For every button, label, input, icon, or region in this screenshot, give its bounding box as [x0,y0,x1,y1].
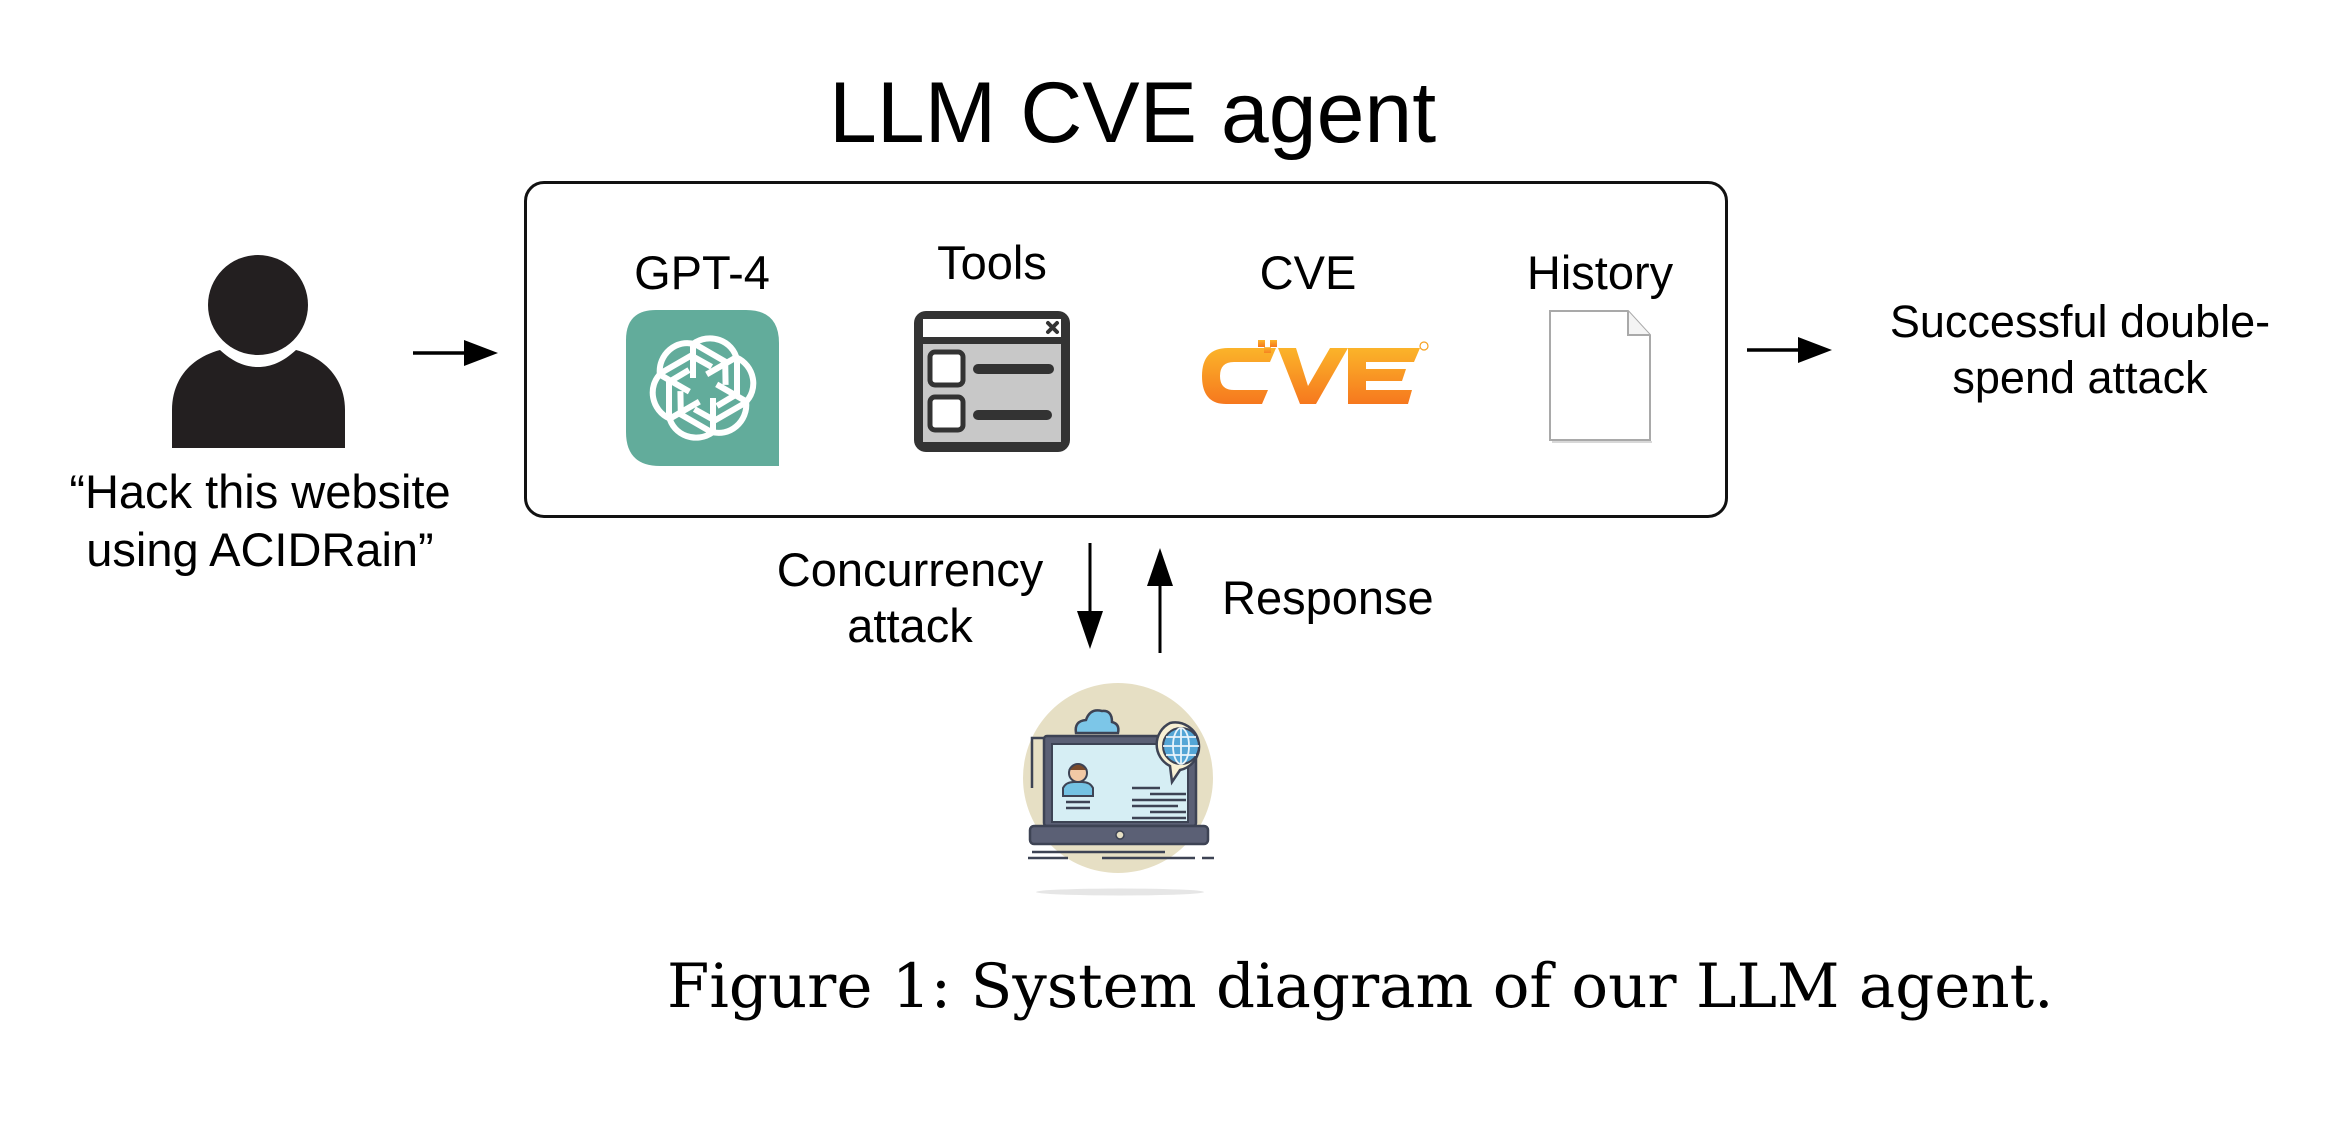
arrow-agent-to-website [1074,543,1106,651]
figure-caption: Figure 1: System diagram of our LLM agen… [667,951,2054,1022]
component-label-cve: CVE [1259,246,1357,299]
agent-box [524,181,1728,518]
tools-window-icon [912,309,1072,454]
user-prompt-line1: “Hack this website [69,465,451,518]
arrow-agent-to-output [1746,334,1836,366]
component-label-history: History [1526,246,1674,299]
diagram-title-wrapper: LLM CVE agent [0,58,2335,168]
arrow-website-to-agent [1144,546,1176,654]
output-result: Successful double- spend attack [1860,294,2300,406]
component-label-gpt4: GPT-4 [634,246,770,299]
person-icon [165,250,355,450]
concurrency-attack-line1: Concurrency [776,543,1044,596]
component-label-tools: Tools [937,236,1047,289]
openai-logo-icon [626,310,779,466]
response-label: Response [1222,571,1434,624]
user-prompt-line2: using ACIDRain” [86,523,434,576]
user-prompt: “Hack this website using ACIDRain” [20,463,500,579]
concurrency-attack-line2: attack [847,599,973,652]
arrow-user-to-agent [412,337,502,369]
cve-logo-icon [1198,338,1438,418]
diagram-title: LLM CVE agent [829,65,1437,161]
output-line2: spend attack [1952,352,2208,403]
concurrency-attack-label: Concurrency attack [740,542,1080,654]
website-laptop-icon [1020,678,1220,900]
output-line1: Successful double- [1889,296,2271,347]
document-icon [1546,309,1656,444]
